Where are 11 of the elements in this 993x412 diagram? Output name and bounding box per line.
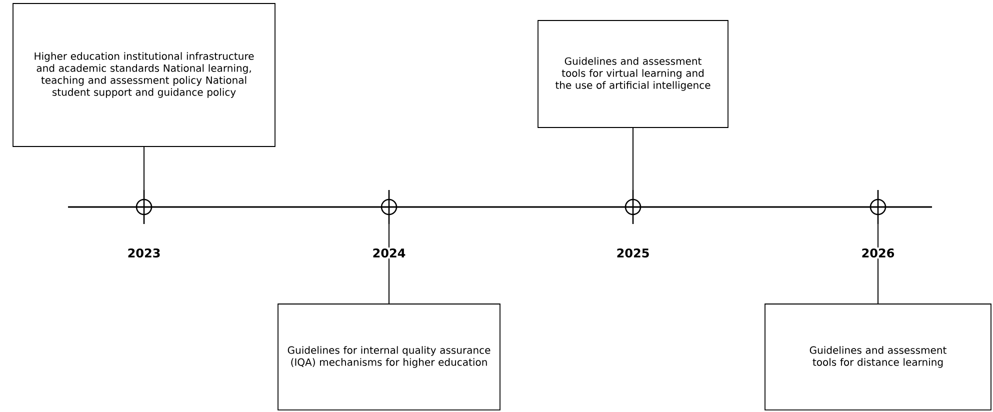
event-box: Guidelines and assessment tools for virtual learning and the use of artificial intelligence (538, 20, 728, 128)
connector-line (632, 127, 634, 200)
event-box: Guidelines for internal quality assurance (IQA) mechanisms for higher education (278, 304, 500, 410)
event-box: Guidelines and assessment tools for distance learning (764, 304, 992, 410)
connector-line (144, 146, 145, 200)
year-label: 2025 (615, 247, 651, 259)
year-label: 2026 (860, 247, 896, 259)
event-box: Higher education institutional infrastructure and academic standards National learning, teaching and assessment policy National student support and guidance policy (12, 3, 276, 147)
connector-line (388, 214, 390, 304)
year-label: 2023 (126, 247, 162, 259)
year-label: 2024 (371, 247, 407, 259)
